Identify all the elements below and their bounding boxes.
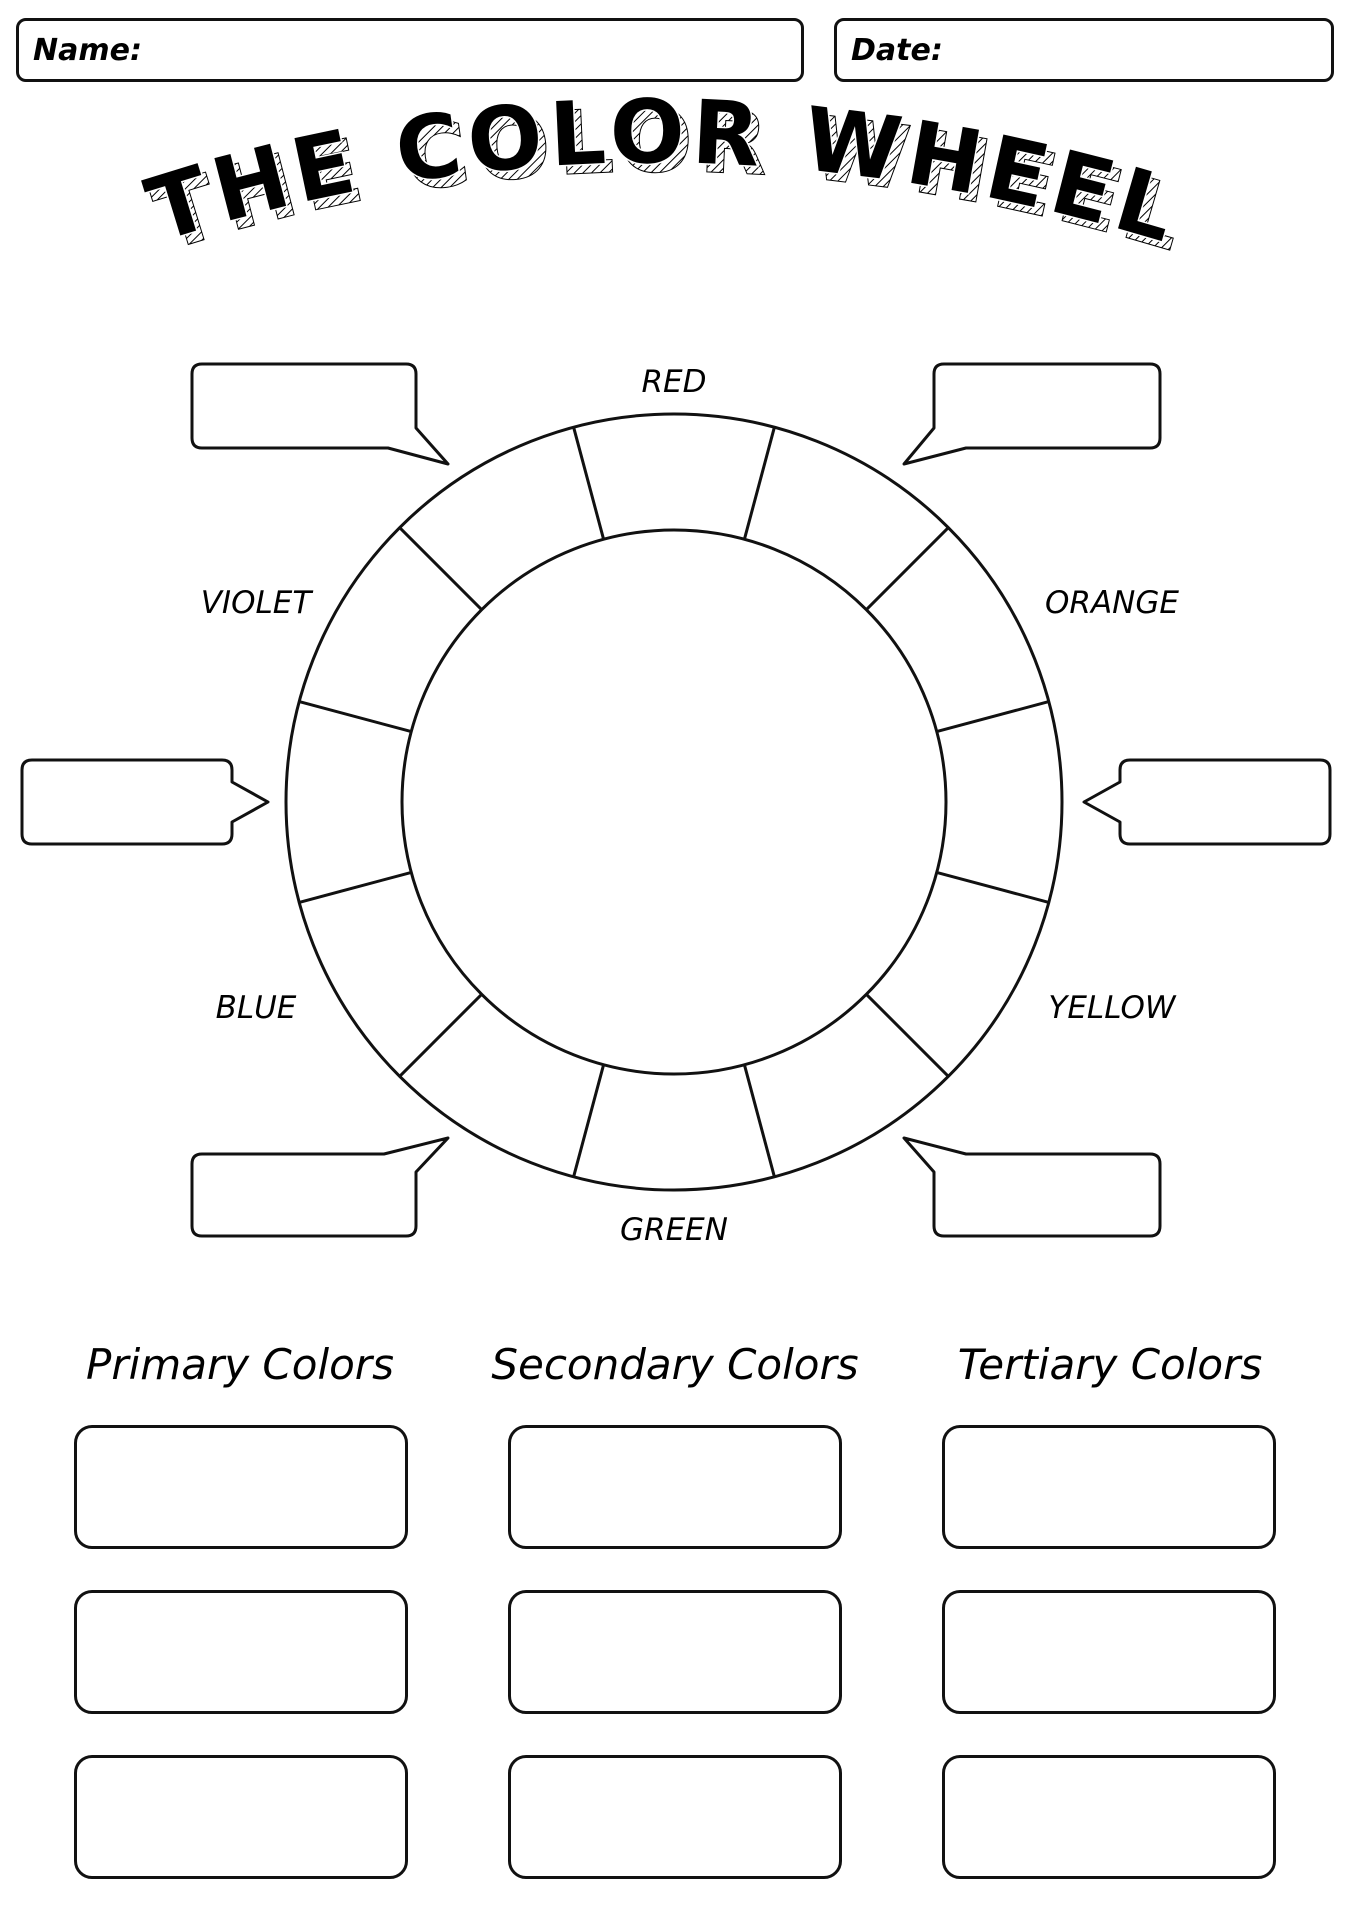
label-yellow: YELLOW [1048,990,1177,1026]
wheel-inner-circle[interactable] [400,528,948,1076]
callout-box-left[interactable] [20,758,270,846]
label-blue: BLUE [216,990,297,1026]
callout-box-upper-left[interactable] [190,362,450,466]
name-field[interactable]: Name: [16,18,804,82]
label-orange: ORANGE [1045,585,1179,621]
wheel-divider [572,1064,606,1178]
wheel-divider [742,426,776,540]
heading-secondary-colors: Secondary Colors [491,1340,859,1389]
primary-answer-box-2[interactable] [74,1590,408,1714]
wheel-segment-dividers [298,426,1050,1178]
wheel-divider [936,700,1050,734]
tertiary-answer-box-2[interactable] [942,1590,1276,1714]
wheel-divider [298,700,412,734]
tertiary-answer-box-1[interactable] [942,1425,1276,1549]
color-wheel [284,412,1064,1192]
secondary-answer-box-3[interactable] [508,1755,842,1879]
wheel-divider [398,526,483,611]
wheel-divider [298,870,412,904]
label-red: RED [642,364,707,400]
worksheet-title: THE COLOR WHEEL THE COLOR WHEEL [134,79,1195,273]
primary-answer-box-1[interactable] [74,1425,408,1549]
date-field[interactable]: Date: [834,18,1334,82]
wheel-divider [572,426,606,540]
primary-answer-box-3[interactable] [74,1755,408,1879]
label-violet: VIOLET [201,585,314,621]
callout-box-right[interactable] [1082,758,1332,846]
callout-box-upper-right[interactable] [902,362,1162,466]
wheel-divider [865,993,950,1078]
date-label: Date: [851,32,943,68]
label-green: GREEN [620,1212,728,1248]
wheel-divider [865,526,950,611]
heading-tertiary-colors: Tertiary Colors [957,1340,1263,1389]
wheel-divider [398,993,483,1078]
wheel-divider [936,870,1050,904]
heading-primary-colors: Primary Colors [86,1340,394,1389]
callout-box-lower-right[interactable] [902,1136,1162,1238]
wheel-outer-ring [284,412,1064,1192]
callout-box-lower-left[interactable] [190,1136,450,1238]
name-label: Name: [33,32,142,68]
secondary-answer-box-1[interactable] [508,1425,842,1549]
tertiary-answer-box-3[interactable] [942,1755,1276,1879]
secondary-answer-box-2[interactable] [508,1590,842,1714]
wheel-divider [742,1064,776,1178]
